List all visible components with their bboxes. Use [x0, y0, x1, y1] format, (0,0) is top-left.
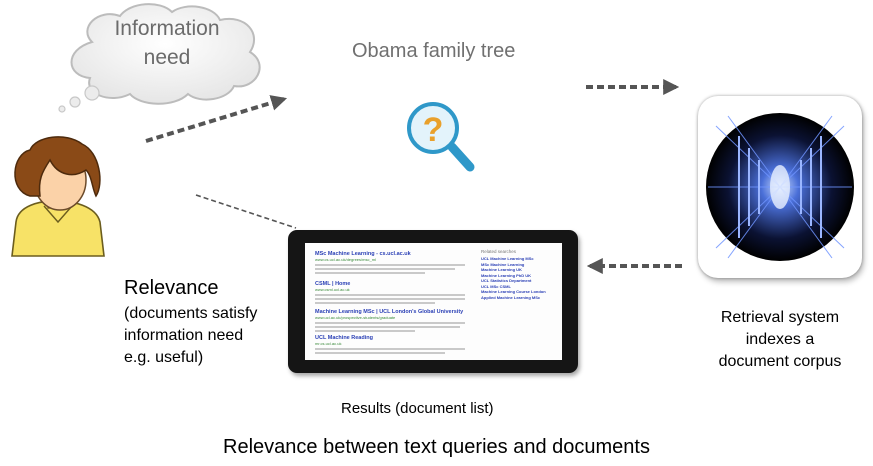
search-result-3[interactable]: Machine Learning MSc | UCL London's Glob…	[315, 309, 465, 332]
related-search-item[interactable]: Machine Learning UK	[481, 267, 522, 272]
person-icon	[11, 136, 105, 257]
related-searches: Related searches UCL Machine Learning MS…	[481, 249, 557, 300]
result-url: mr.cs.ucl.ac.uk	[315, 341, 342, 346]
related-search-item[interactable]: UCL Machine Learning MSc	[481, 256, 534, 261]
results-screen: MSc Machine Learning - cs.ucl.ac.uk www.…	[305, 243, 562, 360]
main-caption: Relevance between text queries and docum…	[223, 436, 650, 458]
related-searches-heading: Related searches	[481, 249, 517, 254]
result-title[interactable]: UCL Machine Reading	[315, 335, 373, 341]
relevance-line: information need	[124, 327, 244, 344]
query-text: Obama family tree	[352, 40, 516, 62]
retrieval-line: document corpus	[718, 353, 842, 370]
result-title[interactable]: Machine Learning MSc | UCL London's Glob…	[315, 309, 464, 315]
data-center-image	[706, 113, 854, 261]
arrow-need-to-query	[145, 95, 288, 143]
search-magnifier-icon: ?	[407, 102, 475, 172]
relevance-title: Relevance	[124, 277, 219, 299]
thought-cloud	[58, 3, 261, 113]
result-title[interactable]: MSc Machine Learning - cs.ucl.ac.uk	[315, 251, 411, 257]
search-result-2[interactable]: CSML | Home www.csml.ucl.ac.uk	[315, 281, 465, 304]
result-title[interactable]: CSML | Home	[315, 281, 351, 287]
retrieval-line: indexes a	[745, 331, 815, 348]
related-search-item[interactable]: MSc Machine Learning	[481, 261, 525, 267]
search-result-1[interactable]: MSc Machine Learning - cs.ucl.ac.uk www.…	[315, 251, 465, 274]
related-search-item[interactable]: UCL MSc CSML	[481, 283, 511, 289]
relevance-description: (documents satisfy information need e.g.…	[124, 303, 257, 369]
related-search-item[interactable]: Machine Learning PhD UK	[481, 272, 532, 278]
result-url: www.csml.ucl.ac.uk	[315, 287, 350, 292]
result-url: www.ucl.ac.uk/prospective-students/gradu…	[315, 315, 396, 320]
related-search-item[interactable]: UCL Statistics Department	[481, 278, 532, 283]
svg-text:?: ?	[423, 111, 444, 149]
results-caption: Results (document list)	[341, 400, 494, 417]
relevance-link	[195, 194, 297, 229]
retrieval-line: Retrieval system	[720, 309, 840, 326]
retrieval-system-caption: Retrieval system indexes a document corp…	[690, 307, 870, 373]
server-corridor-icon	[698, 96, 862, 278]
related-search-item[interactable]: Applied Machine Learning MSc	[481, 294, 541, 300]
arrows	[145, 79, 682, 274]
relevance-line: e.g. useful)	[124, 349, 204, 366]
search-result-4[interactable]: UCL Machine Reading mr.cs.ucl.ac.uk	[315, 335, 465, 354]
related-search-item[interactable]: Machine Learning Course London	[481, 289, 546, 294]
result-url: www.cs.ucl.ac.uk/degrees/msc_ml	[315, 257, 376, 262]
results-tablet: MSc Machine Learning - cs.ucl.ac.uk www.…	[288, 230, 578, 373]
relevance-line: (documents satisfy	[124, 305, 258, 322]
